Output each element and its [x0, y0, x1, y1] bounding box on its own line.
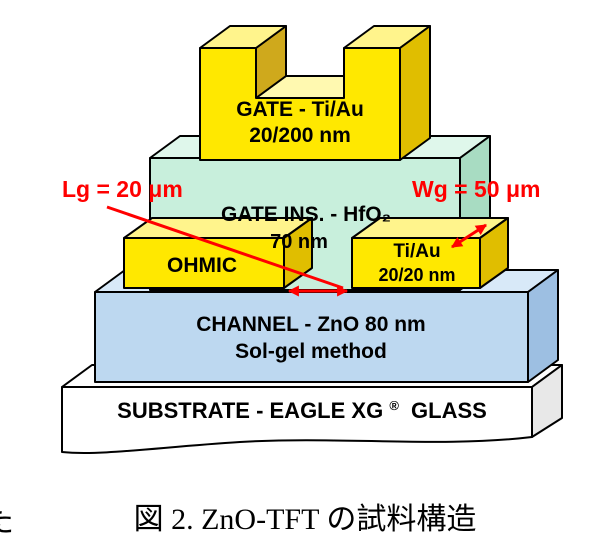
gate-insulator-label-line1: GATE INS. - HfO₂	[221, 203, 391, 226]
ohmic-right-label-line1: Ti/Au	[393, 241, 440, 262]
gate-front-face	[199, 47, 401, 161]
channel-label-line2: Sol-gel method	[235, 340, 387, 363]
substrate-label-tail: GLASS	[411, 398, 487, 423]
substrate-label: SUBSTRATE - EAGLE XG ® GLASS	[117, 390, 487, 423]
gate-label-line2: 20/200 nm	[249, 124, 351, 147]
ohmic-left-block	[123, 217, 313, 289]
gate-insulator-label-line2: 70 nm	[270, 231, 328, 253]
clipped-text-fragment: た	[0, 496, 14, 541]
gate-label-line1: GATE - Ti/Au	[236, 98, 364, 121]
gate-right-face	[399, 25, 431, 161]
channel-label-line1: CHANNEL - ZnO 80 nm	[196, 313, 425, 336]
gate-width-label: Wg = 50 μm	[412, 176, 540, 202]
ohmic-right-label-line2: 20/20 nm	[378, 265, 455, 285]
substrate-label-main: SUBSTRATE - EAGLE XG	[117, 398, 383, 423]
gate-length-label: Lg = 20 μm	[62, 176, 183, 202]
ohmic-left-label: OHMIC	[167, 254, 237, 277]
tft-structure-diagram: GATE - Ti/Au 20/200 nm GATE INS. - HfO₂ …	[61, 25, 563, 454]
gate-block	[199, 25, 431, 161]
channel-front-face	[94, 291, 529, 383]
gate-width-double-arrow	[451, 223, 487, 249]
gate-length-leader-line	[106, 205, 344, 290]
ohmic-left-front-face	[123, 237, 285, 289]
figure-caption: 図 2. ZnO-TFT の試料構造	[133, 503, 477, 536]
substrate-label-registered-mark: ®	[389, 398, 399, 413]
substrate-front-face	[61, 386, 533, 454]
